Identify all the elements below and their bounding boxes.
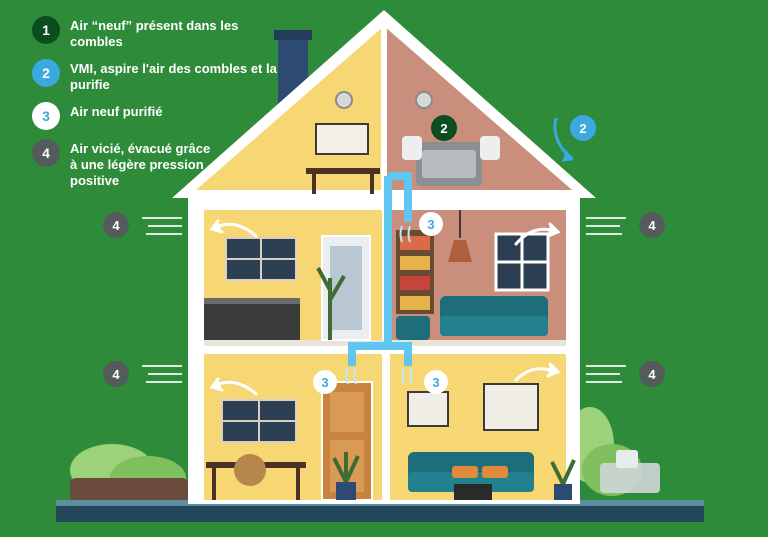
dining-chair [234,454,266,486]
lower-plant-pot [554,484,572,500]
small-frame [407,391,449,427]
attic-picture [315,123,369,155]
door-plant-pot [336,482,356,500]
svg-text:3: 3 [321,375,328,390]
legend: 1 Air “neuf” présent dans les combles 2 … [32,16,282,198]
legend-text-2: VMI, aspire l'air des combles et la puri… [70,61,277,92]
legend-text-3: Air neuf purifié [70,104,163,119]
svg-text:4: 4 [648,218,656,233]
legend-item-1: 1 Air “neuf” présent dans les combles [32,16,282,50]
svg-text:4: 4 [112,218,120,233]
large-frame [483,383,539,431]
attic-vent-left [335,91,353,109]
legend-number-3: 3 [32,102,60,130]
pendant-lamp [448,240,472,262]
legend-text-1: Air “neuf” présent dans les combles [70,18,239,49]
air-duct [348,172,412,366]
svg-text:3: 3 [427,217,434,232]
room-air-arrows [209,219,561,396]
armchair-upper [396,316,430,340]
badge-exhaust-lower-left: 4 [103,361,129,387]
svg-text:2: 2 [440,121,447,136]
legend-item-3: 3 Air neuf purifié [32,102,282,130]
badge-supply-lower-right: 3 [424,370,448,394]
vmi-intake-arrow [553,117,573,160]
kitchen-counter [204,302,300,340]
legend-item-2: 2 VMI, aspire l'air des combles et la pu… [32,59,282,93]
badge-vmi-unit: 2 [431,115,457,141]
legend-item-4: 4 Air vicié, évacué grâce à une légère p… [32,139,282,189]
badge-supply-upper: 3 [419,212,443,236]
coffee-table [454,484,492,500]
attic-vent-right [415,91,433,109]
badge-exhaust-upper-right: 4 [639,212,665,238]
badge-exhaust-upper-left: 4 [103,212,129,238]
badge-vmi-intake: 2 [570,115,596,141]
supply-air-lines [345,225,413,385]
legend-number-1: 1 [32,16,60,44]
garden-chairs [600,450,660,493]
sofa-lower [408,452,534,492]
sofa-upper [440,296,548,336]
legend-text-4: Air vicié, évacué grâce à une légère pre… [70,141,211,188]
legend-number-2: 2 [32,59,60,87]
legend-number-4: 4 [32,139,60,167]
kitchen-plant [316,267,346,340]
vmi-unit [402,136,500,186]
attic-desk [306,168,380,174]
svg-text:3: 3 [432,375,439,390]
svg-text:2: 2 [579,121,586,136]
exhaust-lines [142,217,626,383]
badge-exhaust-lower-right: 4 [639,361,665,387]
badge-supply-lower-left: 3 [313,370,337,394]
svg-text:4: 4 [112,367,120,382]
svg-text:4: 4 [648,367,656,382]
left-bush [70,444,188,502]
